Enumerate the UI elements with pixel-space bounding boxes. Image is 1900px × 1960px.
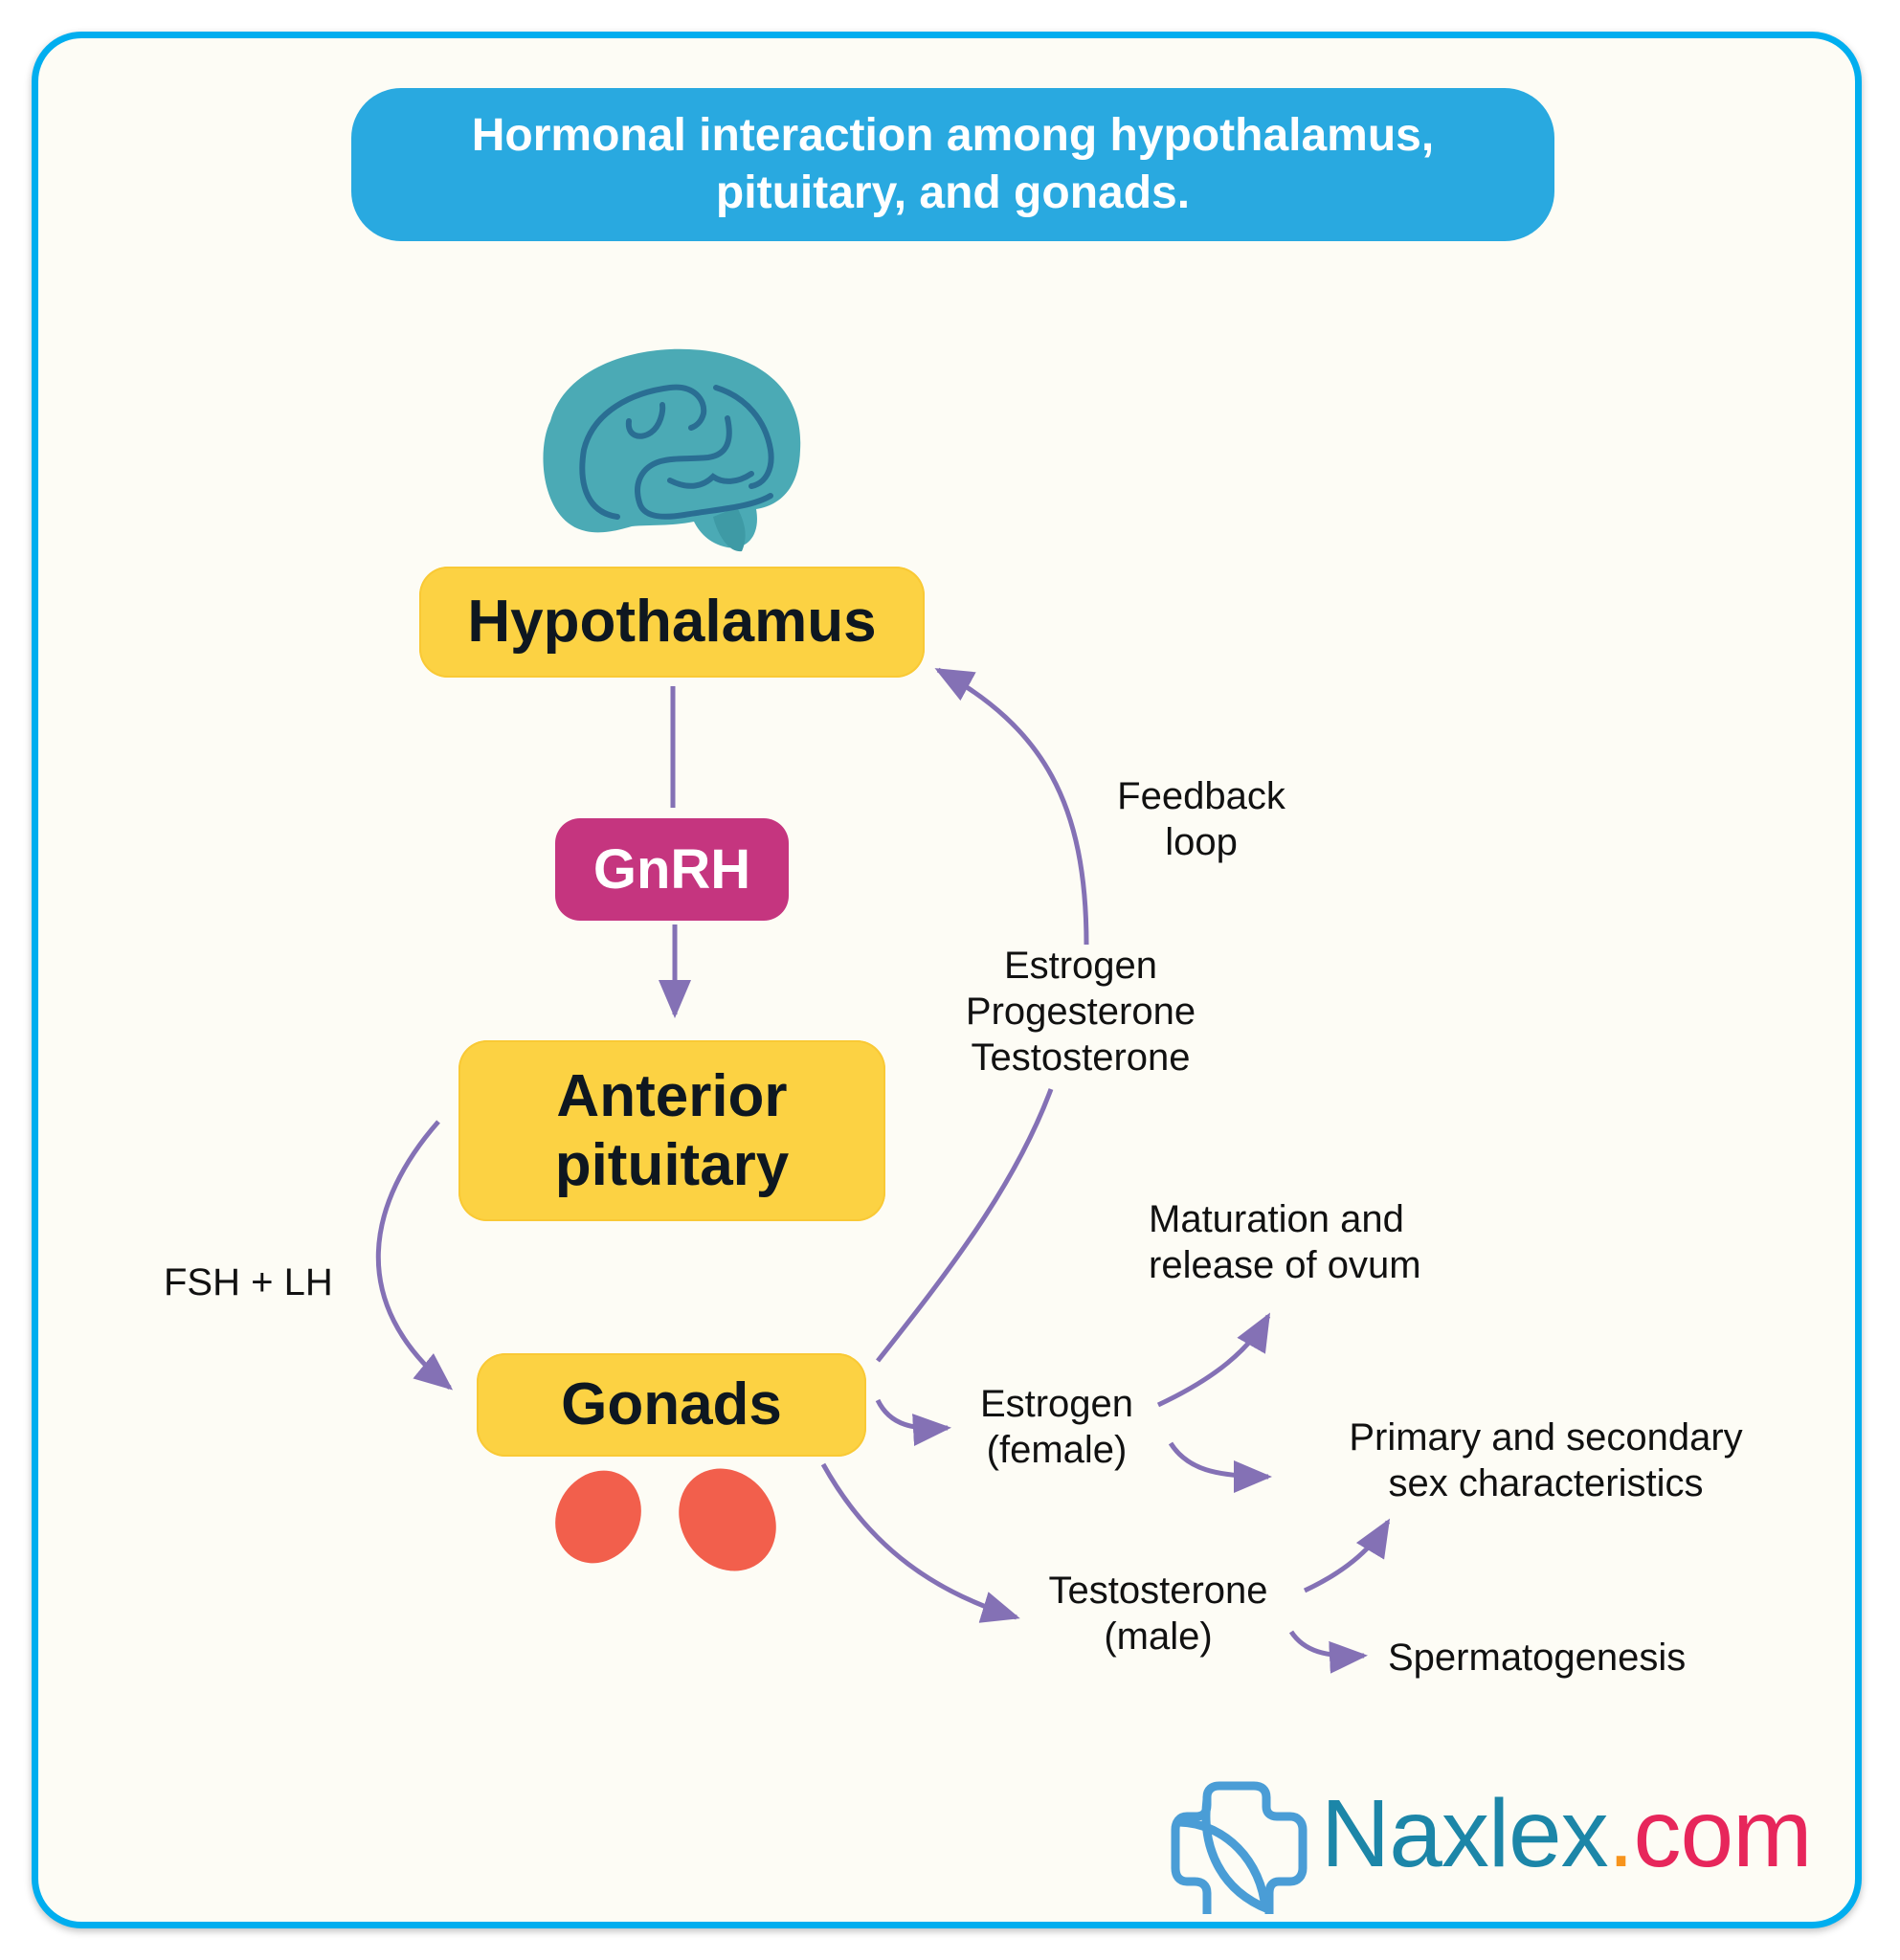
node-anterior-pituitary: Anterior pituitary: [458, 1040, 885, 1221]
arrow-feedback-lower: [876, 1088, 1054, 1363]
label-sex-characteristics-line-1: Primary and secondary: [1349, 1416, 1743, 1459]
label-estrogen-female: Estrogen (female): [961, 1381, 1152, 1473]
node-anterior-pituitary-line-1: Anterior: [556, 1062, 788, 1129]
label-estrogen-female-line-1: Estrogen: [979, 1383, 1134, 1425]
arrow-estrogen-to-maturation: [1156, 1312, 1271, 1408]
label-sex-characteristics-line-2: sex characteristics: [1388, 1462, 1704, 1504]
label-fsh-lh: FSH + LH: [164, 1259, 333, 1305]
arrow-feedback-loop: [934, 667, 1089, 946]
label-feedback-loop: Feedback loop: [1096, 773, 1307, 865]
label-estrogen-female-line-2: (female): [986, 1429, 1128, 1471]
title-line-1: Hormonal interaction among hypothalamus,: [471, 110, 1435, 161]
label-testosterone-male-line-1: Testosterone: [1048, 1570, 1268, 1612]
label-feedback-line-1: Feedback: [1117, 775, 1285, 817]
node-hypothalamus-label: Hypothalamus: [467, 589, 877, 655]
node-gnrh: GnRH: [555, 818, 789, 921]
node-gonads-label: Gonads: [561, 1371, 782, 1437]
title-line-2: pituitary, and gonads.: [715, 167, 1191, 218]
label-sex-characteristics: Primary and secondary sex characteristic…: [1283, 1414, 1809, 1506]
label-maturation-line-1: Maturation and: [1149, 1198, 1404, 1240]
title-banner: Hormonal interaction among hypothalamus,…: [351, 88, 1554, 241]
label-feedback-estrogen: Estrogen: [1003, 945, 1158, 987]
label-fsh-lh-text: FSH + LH: [164, 1261, 333, 1303]
label-feedback-testosterone: Testosterone: [971, 1036, 1191, 1079]
node-gonads: Gonads: [477, 1353, 866, 1457]
brain-icon: [543, 348, 801, 552]
label-maturation-line-2: release of ovum: [1149, 1244, 1421, 1286]
arrow-testosterone-to-spermatogenesis: [1288, 1630, 1368, 1674]
logo-brand: Naxlex: [1321, 1780, 1609, 1887]
naxlex-logo-text: Naxlex.com: [1321, 1776, 1812, 1891]
gonads-icon: [555, 1468, 776, 1571]
label-maturation: Maturation and release of ovum: [1149, 1196, 1421, 1288]
node-anterior-pituitary-line-2: pituitary: [554, 1131, 790, 1198]
arrow-fsh-lh: [375, 1120, 454, 1391]
label-spermatogenesis-text: Spermatogenesis: [1388, 1637, 1687, 1679]
label-testosterone-male: Testosterone (male): [1015, 1568, 1302, 1659]
naxlex-logo-icon: [1171, 1781, 1308, 1914]
arrow-testosterone-to-sex-characteristics: [1303, 1518, 1391, 1593]
arrow-gonads-to-estrogen: [875, 1398, 951, 1447]
label-feedback-line-2: loop: [1165, 821, 1238, 863]
logo-tld: com: [1633, 1780, 1812, 1887]
arrow-estrogen-to-sex-characteristics: [1168, 1441, 1272, 1493]
label-testosterone-male-line-2: (male): [1104, 1615, 1213, 1658]
node-gnrh-label: GnRH: [592, 838, 751, 901]
label-spermatogenesis: Spermatogenesis: [1388, 1635, 1686, 1681]
node-hypothalamus: Hypothalamus: [419, 567, 925, 678]
arrow-gonads-to-testosterone: [820, 1462, 1020, 1623]
label-feedback-hormones: Estrogen Progesterone Testosterone: [937, 943, 1224, 1080]
diagram-frame: [32, 32, 1862, 1928]
label-feedback-progesterone: Progesterone: [965, 991, 1196, 1033]
logo-dot: .: [1607, 1780, 1635, 1887]
